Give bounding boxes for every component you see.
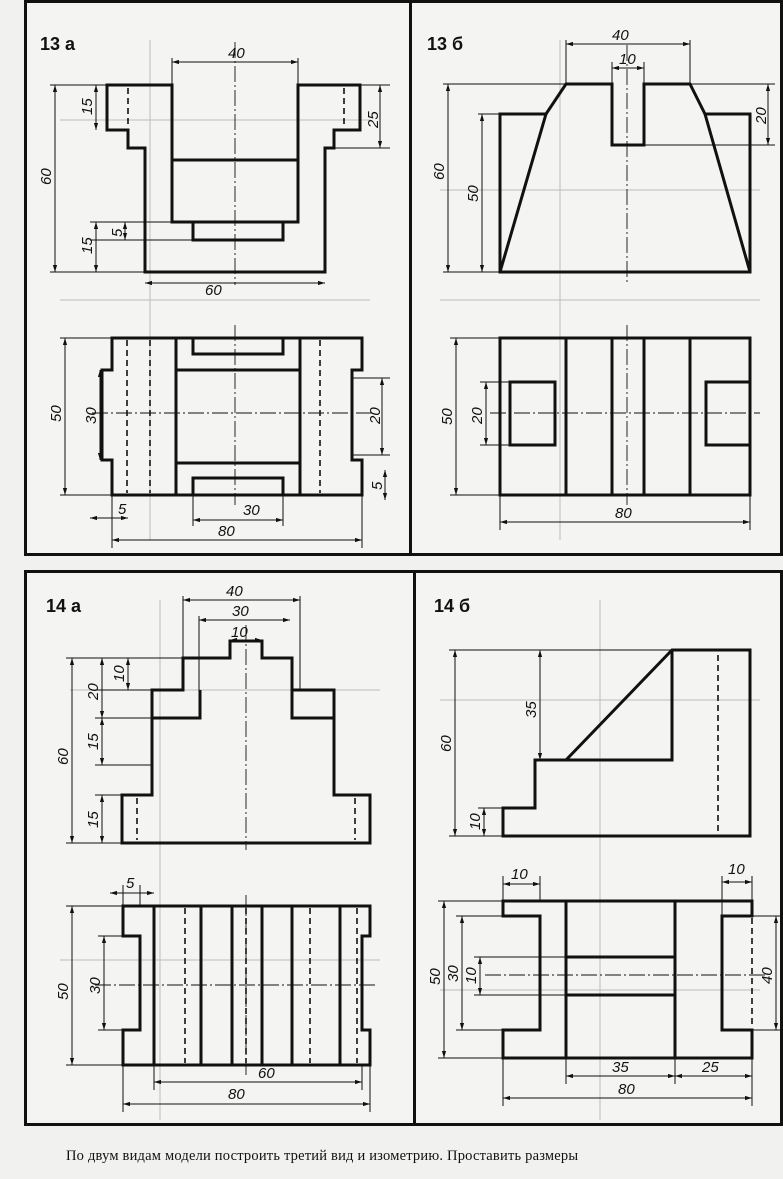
dim-label: 30 bbox=[87, 977, 104, 994]
dim-label: 60 bbox=[38, 168, 55, 185]
dim-label: 5 bbox=[109, 228, 126, 237]
instruction-caption: По двум видам модели построить третий ви… bbox=[66, 1148, 579, 1164]
dim-label: 35 bbox=[523, 701, 540, 718]
dim-label: 50 bbox=[465, 185, 482, 202]
13a-front-step bbox=[191, 222, 285, 242]
background-ghost-lines bbox=[60, 40, 760, 1120]
dim-label: 40 bbox=[759, 967, 776, 984]
dim-label: 20 bbox=[753, 107, 770, 125]
dim-label: 50 bbox=[55, 983, 72, 1000]
dim-label: 25 bbox=[701, 1059, 719, 1076]
dim-label: 50 bbox=[48, 405, 65, 422]
panel-label-14b: 14 б bbox=[434, 596, 471, 616]
dim-label: 80 bbox=[218, 523, 235, 540]
panel-label-14a: 14 а bbox=[46, 596, 82, 616]
panel-divider bbox=[413, 573, 416, 1123]
panel-label-13b: 13 б bbox=[427, 34, 464, 54]
dim-label: 10 bbox=[463, 967, 480, 984]
dim-label: 30 bbox=[83, 407, 100, 424]
dim-label: 60 bbox=[205, 282, 222, 299]
dim-label: 25 bbox=[365, 111, 382, 129]
dim-label: 15 bbox=[85, 733, 102, 750]
13a-front-view-outline bbox=[105, 83, 362, 274]
dim-label: 15 bbox=[79, 98, 96, 115]
panel-label-13a: 13 а bbox=[40, 34, 76, 54]
dim-label: 60 bbox=[55, 748, 72, 765]
dim-label: 40 bbox=[226, 583, 243, 600]
dim-label: 10 bbox=[619, 51, 636, 68]
dim-label: 10 bbox=[231, 624, 248, 641]
dim-label: 10 bbox=[467, 813, 484, 830]
dim-label: 50 bbox=[427, 968, 444, 985]
dim-label: 80 bbox=[618, 1081, 635, 1098]
dim-label: 20 bbox=[367, 407, 384, 425]
dim-label: 10 bbox=[111, 665, 128, 682]
dim-label: 40 bbox=[228, 45, 245, 62]
dim-label: 30 bbox=[232, 603, 249, 620]
14b-top-view-outline bbox=[501, 899, 754, 1060]
dim-label: 5 bbox=[369, 481, 386, 490]
dim-label: 20 bbox=[85, 683, 102, 701]
dim-label: 15 bbox=[79, 237, 96, 254]
dim-label: 60 bbox=[431, 163, 448, 180]
dim-label: 80 bbox=[615, 505, 632, 522]
dim-label: 60 bbox=[258, 1065, 275, 1082]
drawing-13a: 40 15 25 60 5 15 60 50 30 20 5 5 30 80 bbox=[38, 42, 390, 548]
dim-label: 60 bbox=[438, 735, 455, 752]
dim-label: 10 bbox=[728, 861, 745, 878]
13a-top-slot-lower bbox=[191, 476, 285, 495]
drawing-13b: 40 10 20 60 50 50 20 80 bbox=[431, 27, 775, 530]
dim-label: 35 bbox=[612, 1059, 629, 1076]
13b-top-left-window bbox=[508, 380, 557, 447]
dim-label: 50 bbox=[439, 408, 456, 425]
dim-label: 30 bbox=[445, 965, 462, 982]
dim-label: 5 bbox=[126, 875, 135, 892]
dim-label: 5 bbox=[118, 501, 127, 518]
drawing-14a: 40 30 10 10 20 15 60 15 5 30 50 60 80 bbox=[55, 583, 375, 1112]
13b-top-view-outline bbox=[498, 336, 752, 497]
sheet-bottom bbox=[24, 570, 783, 1126]
13a-top-view-outline bbox=[100, 336, 364, 497]
dim-label: 15 bbox=[85, 811, 102, 828]
dim-label: 30 bbox=[243, 502, 260, 519]
dim-label: 80 bbox=[228, 1086, 245, 1103]
13a-top-slot-upper bbox=[191, 338, 285, 356]
13b-top-right-window bbox=[704, 380, 752, 447]
dim-label: 20 bbox=[469, 407, 486, 425]
dim-label: 40 bbox=[612, 27, 629, 44]
dim-label: 10 bbox=[511, 866, 528, 883]
drawing-14b: 35 60 10 10 10 50 30 10 40 35 25 80 bbox=[427, 648, 781, 1106]
panel-divider bbox=[409, 3, 412, 553]
13b-front-view-outline bbox=[498, 82, 752, 274]
